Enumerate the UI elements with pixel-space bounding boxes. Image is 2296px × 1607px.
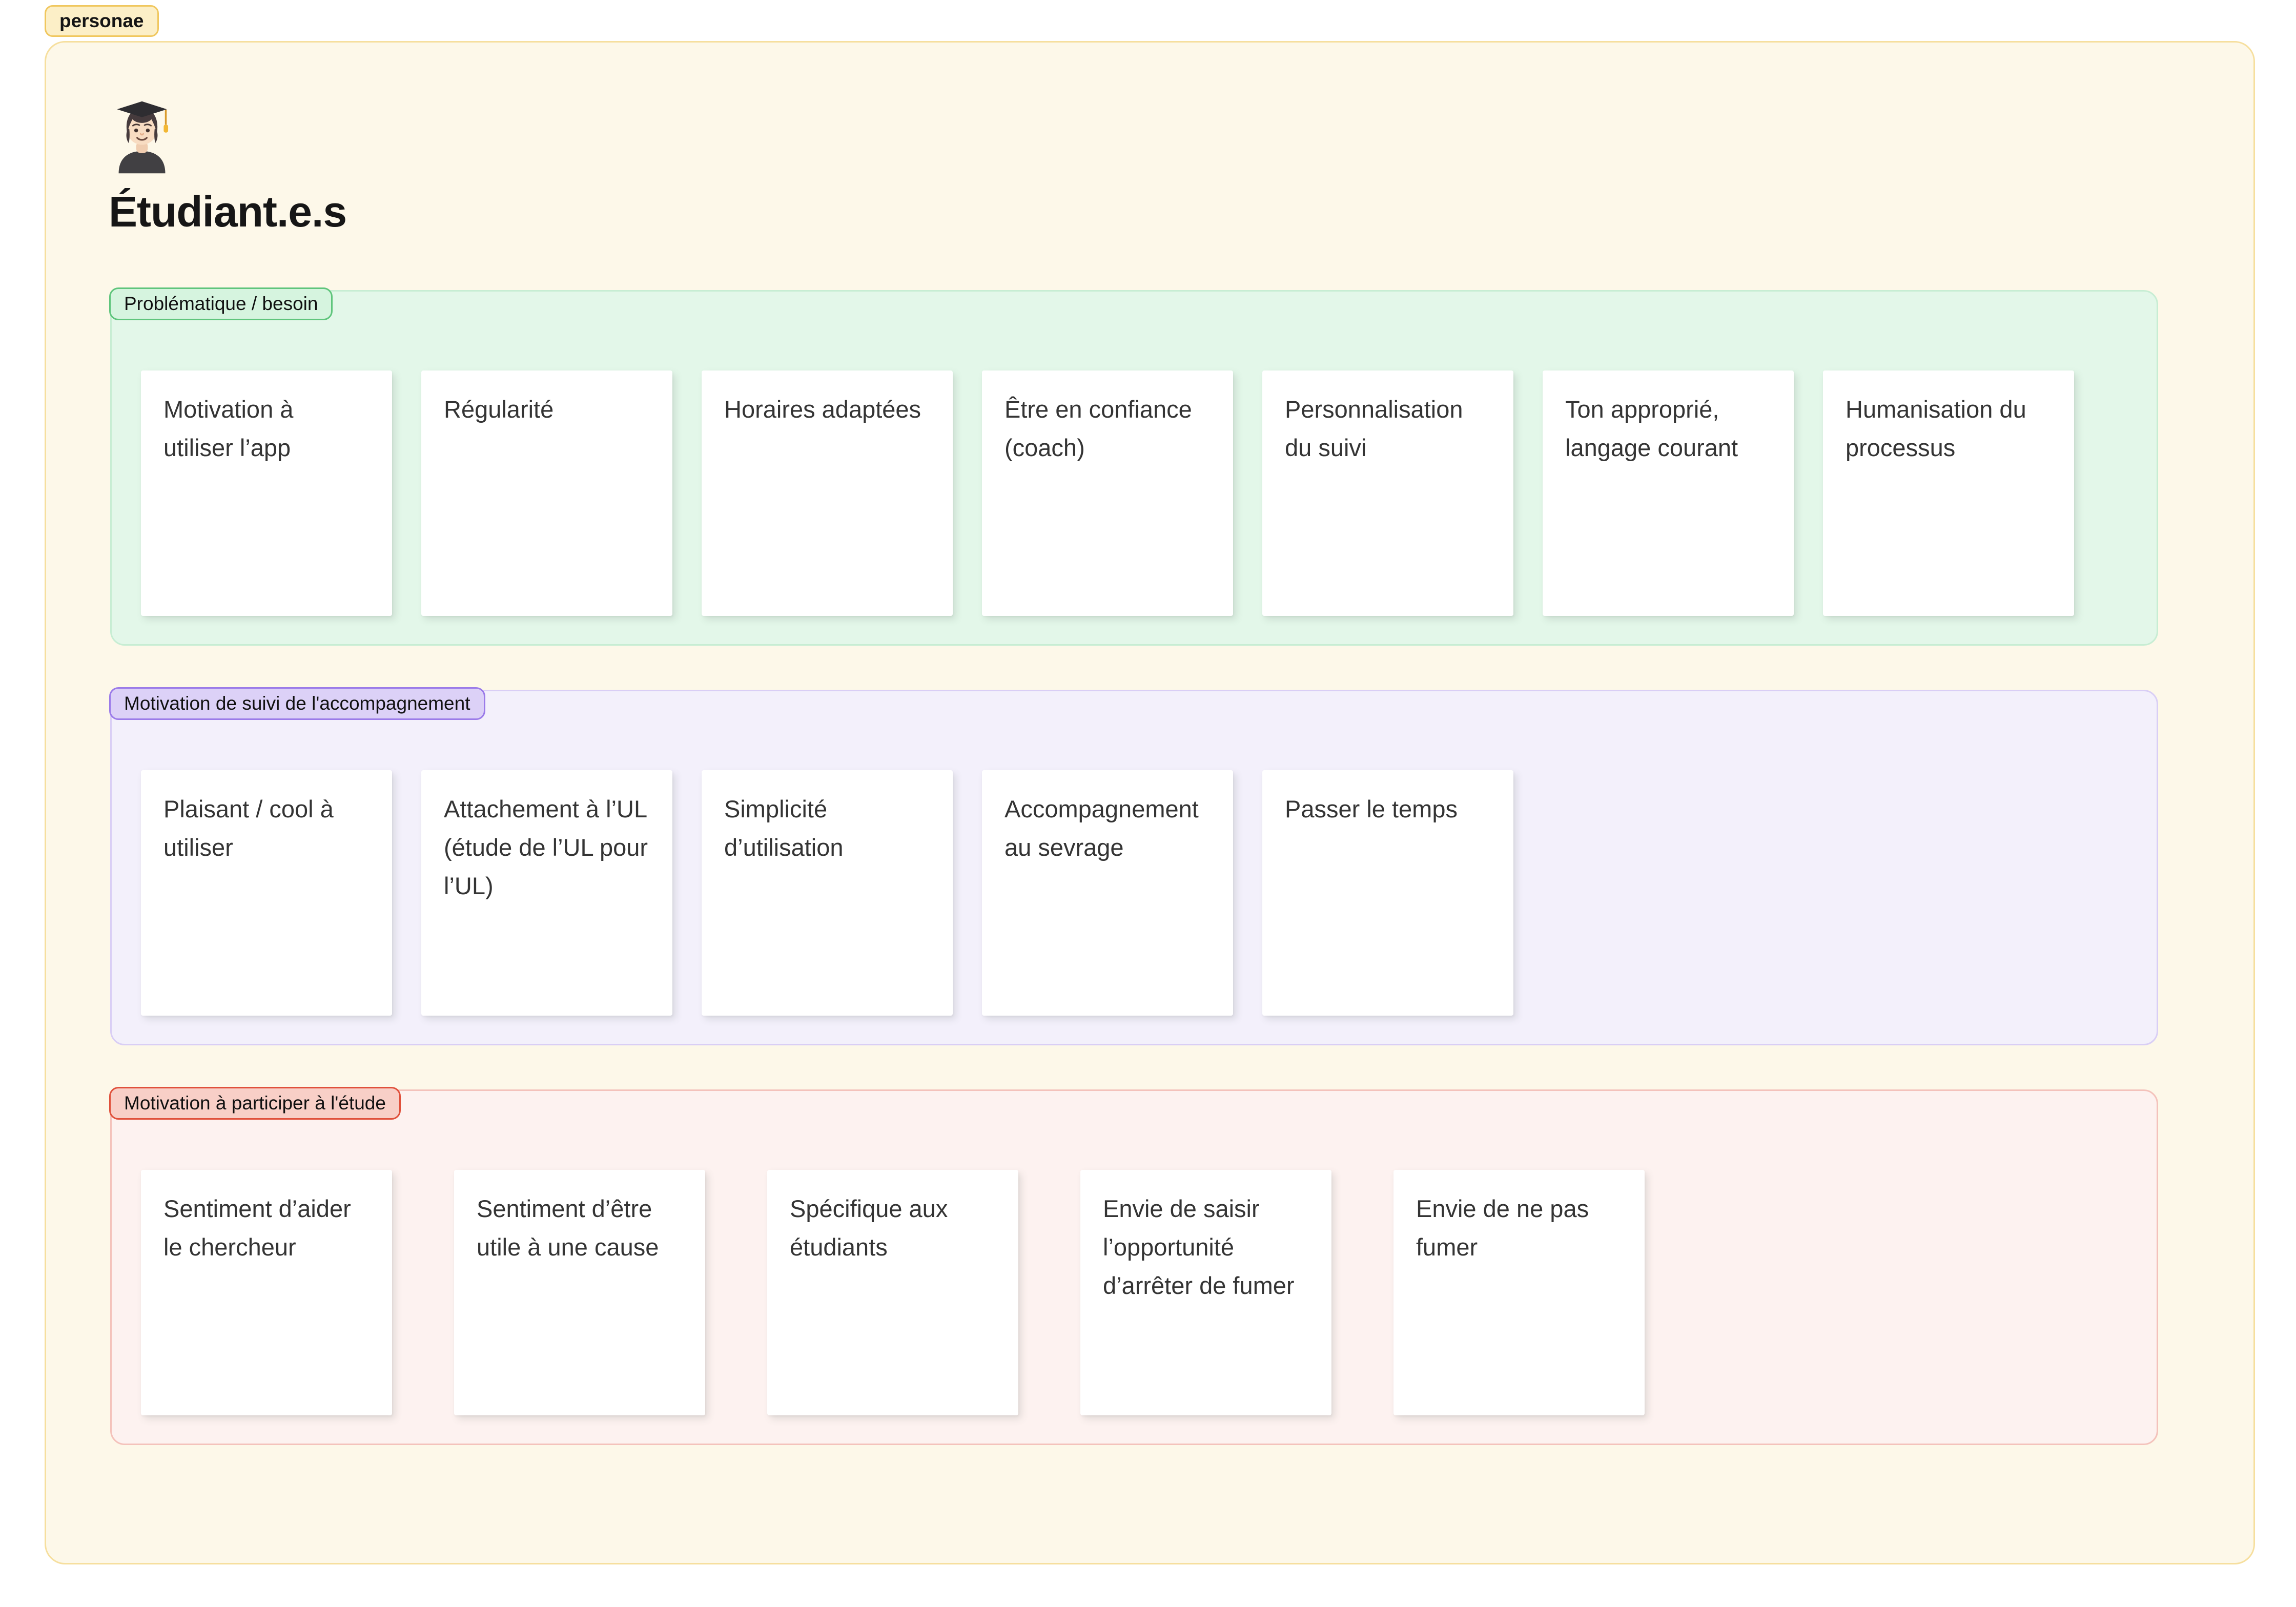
section-label-pill[interactable]: Motivation de suivi de l'accompagnement: [109, 687, 485, 720]
sticky-note-text: Régularité: [444, 396, 554, 423]
sticky-note-text: Humanisation du processus: [1846, 396, 2026, 462]
section-cards: Plaisant / cool à utiliser Attachement à…: [141, 770, 2136, 1016]
sticky-note[interactable]: Accompagnement au sevrage: [982, 770, 1233, 1016]
sticky-note-text: Motivation à utiliser l’app: [163, 396, 294, 462]
section-motivation-participer-etude[interactable]: Motivation à participer à l'étude Sentim…: [109, 1087, 2158, 1445]
sticky-note-text: Plaisant / cool à utiliser: [163, 795, 334, 861]
sticky-note[interactable]: Plaisant / cool à utiliser: [141, 770, 392, 1016]
persona-board: Étudiant.e.s Problématique / besoin Moti…: [45, 41, 2255, 1564]
sticky-note-text: Horaires adaptées: [724, 396, 921, 423]
sticky-note[interactable]: Attachement à l’UL (étude de l’UL pour l…: [421, 770, 672, 1016]
sticky-note[interactable]: Passer le temps: [1262, 770, 1513, 1016]
sticky-note-text: Passer le temps: [1285, 795, 1458, 822]
sticky-note[interactable]: Envie de ne pas fumer: [1393, 1170, 1645, 1415]
sticky-note-text: Personnalisation du suivi: [1285, 396, 1463, 462]
sticky-note-text: Sentiment d’être utile à une cause: [477, 1195, 659, 1261]
sticky-note[interactable]: Humanisation du processus: [1823, 370, 2074, 616]
sticky-note-text: Envie de ne pas fumer: [1416, 1195, 1589, 1261]
sticky-note-text: Spécifique aux étudiants: [790, 1195, 948, 1261]
section-motivation-suivi-accompagnement[interactable]: Motivation de suivi de l'accompagnement …: [109, 687, 2158, 1045]
sticky-note[interactable]: Régularité: [421, 370, 672, 616]
sticky-note[interactable]: Motivation à utiliser l’app: [141, 370, 392, 616]
sticky-note-text: Attachement à l’UL (étude de l’UL pour l…: [444, 795, 648, 900]
sticky-note-text: Être en confiance (coach): [1004, 396, 1192, 462]
sticky-note-text: Ton approprié, langage courant: [1565, 396, 1738, 462]
section-cards: Sentiment d’aider le chercheur Sentiment…: [141, 1170, 2136, 1415]
mortarboard-shape: [117, 101, 167, 117]
sticky-note[interactable]: Sentiment d’aider le chercheur: [141, 1170, 392, 1415]
neck-shape: [136, 141, 148, 153]
section-label-pill[interactable]: Problématique / besoin: [109, 287, 333, 321]
face-shape: [127, 115, 157, 145]
sticky-note[interactable]: Horaires adaptées: [702, 370, 953, 616]
sticky-note[interactable]: Personnalisation du suivi: [1262, 370, 1513, 616]
gown-shape: [118, 151, 166, 174]
sticky-note-text: Sentiment d’aider le chercheur: [163, 1195, 351, 1261]
persona-title[interactable]: Étudiant.e.s: [109, 188, 347, 236]
sticky-note-text: Accompagnement au sevrage: [1004, 795, 1199, 861]
sticky-note[interactable]: Simplicité d’utilisation: [702, 770, 953, 1016]
sticky-note[interactable]: Sentiment d’être utile à une cause: [454, 1170, 705, 1415]
sticky-note-text: Simplicité d’utilisation: [724, 795, 844, 861]
sticky-note[interactable]: Ton approprié, langage courant: [1543, 370, 1794, 616]
board-tag-label: personae: [59, 10, 144, 31]
section-cards: Motivation à utiliser l’app Régularité H…: [141, 370, 2136, 616]
sticky-note[interactable]: Être en confiance (coach): [982, 370, 1233, 616]
student-emoji[interactable]: [110, 100, 174, 175]
sticky-note[interactable]: Envie de saisir l’opportunité d’arrêter …: [1080, 1170, 1331, 1415]
board-tag[interactable]: personae: [45, 5, 159, 37]
section-problematique-besoin[interactable]: Problématique / besoin Motivation à util…: [109, 287, 2158, 646]
sticky-note[interactable]: Spécifique aux étudiants: [767, 1170, 1018, 1415]
sections-container: Problématique / besoin Motivation à util…: [109, 287, 2158, 1445]
section-label-pill[interactable]: Motivation à participer à l'étude: [109, 1087, 401, 1120]
sticky-note-text: Envie de saisir l’opportunité d’arrêter …: [1103, 1195, 1295, 1300]
